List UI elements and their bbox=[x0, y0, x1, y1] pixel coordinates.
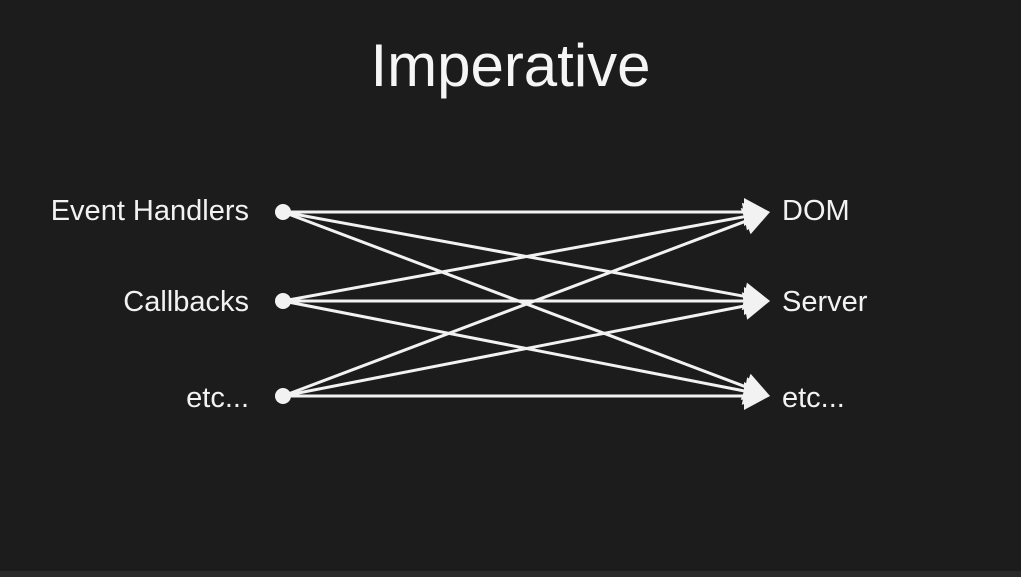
connector-callbacks-to-dom bbox=[282, 215, 745, 303]
arrowhead-etc-source-to-etc-target bbox=[744, 382, 770, 410]
source-dot-callbacks bbox=[275, 293, 291, 309]
source-label-callbacks: Callbacks bbox=[123, 286, 249, 318]
target-label-server: Server bbox=[782, 286, 868, 318]
target-label-etc: etc... bbox=[782, 382, 845, 414]
target-label-dom: DOM bbox=[782, 195, 850, 227]
source-dot-etc-source bbox=[275, 388, 291, 404]
source-label-event-handlers: Event Handlers bbox=[50, 195, 249, 227]
connector-callbacks-to-etc-target bbox=[282, 299, 745, 393]
source-label-etc: etc... bbox=[186, 382, 249, 414]
arrowhead-etc-source-to-dom bbox=[740, 208, 770, 235]
connector-etc-source-to-dom bbox=[282, 219, 747, 398]
arrowhead-etc-source-to-server bbox=[741, 292, 770, 320]
connector-etc-source-to-server bbox=[282, 304, 745, 398]
connector-event-handlers-to-server bbox=[282, 210, 745, 298]
connector-event-handlers-to-etc-target bbox=[282, 210, 747, 389]
slide-title: Imperative bbox=[370, 32, 651, 99]
bottom-strip bbox=[0, 571, 1021, 577]
source-dot-event-handlers bbox=[275, 204, 291, 220]
